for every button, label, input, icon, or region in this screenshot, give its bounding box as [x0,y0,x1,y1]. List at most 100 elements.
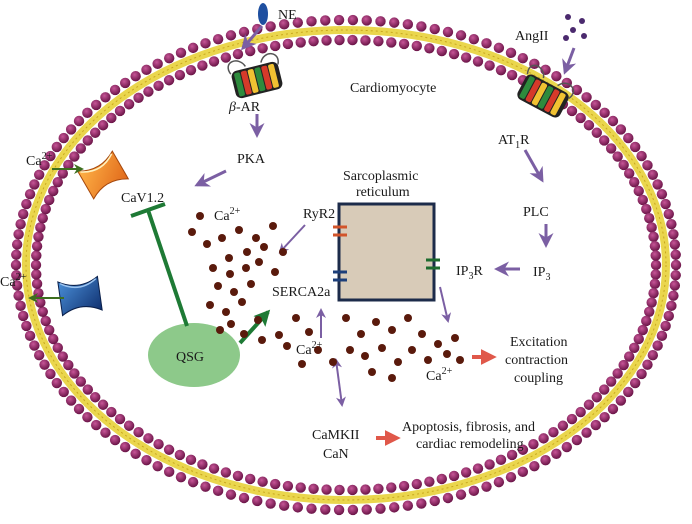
ca-ion-dot [230,288,238,296]
membrane-head-outer [73,403,85,415]
membrane-head-outer [238,492,250,504]
membrane-head-outer [571,434,583,446]
membrane-head-outer [607,115,619,127]
sr-label-line2: reticulum [356,185,410,200]
efflux-channel-icon [57,275,103,317]
membrane-head-outer [647,169,659,181]
membrane-head-inner [106,406,117,418]
membrane-head-outer [45,368,56,380]
membrane-head-outer [15,218,26,230]
ca-ion-dot [378,344,386,352]
membrane-head-inner [644,213,655,224]
membrane-head-inner [52,176,63,188]
membrane-head-outer [13,290,24,301]
membrane-head-outer [505,471,517,483]
membrane-head-inner [35,222,46,233]
membrane-head-outer [29,340,40,351]
membrane-head-inner [495,454,507,466]
membrane-head-outer [100,92,111,103]
membrane-head-inner [97,399,109,410]
membrane-head-outer [24,188,36,200]
membrane-head-outer [361,15,372,26]
membrane-head-outer [670,249,681,260]
ip3r-label: IP3R [456,264,483,282]
membrane-head-outer [660,320,671,332]
ca-ion-dot [227,320,235,328]
membrane-head-outer [493,476,505,488]
membrane-head-outer [455,30,467,41]
membrane-head-outer [429,495,440,507]
ip3-label: IP3 [533,265,550,283]
membrane-head-inner [649,240,661,252]
membrane-head-outer [292,17,303,28]
membrane-head-outer [599,107,610,119]
membrane-head-outer [666,218,677,230]
membrane-head-inner [185,454,197,466]
membrane-head-inner [282,480,294,492]
membrane-head-inner [506,449,518,461]
membrane-head-inner [373,36,384,47]
membrane-head-inner [97,120,109,131]
ca-mid-label: Ca2+ [296,340,323,358]
membrane-head-inner [174,69,186,81]
membrane-head-inner [538,433,549,444]
membrane-head-outer [265,21,276,32]
qsg-label: QSG [176,350,204,365]
membrane-head-outer [11,270,22,281]
ca-inner-label: Ca2+ [214,206,241,224]
membrane-head-outer [10,259,22,271]
ne-ligand-icon [258,3,268,25]
membrane-head-outer [119,77,131,89]
membrane-head-inner [40,315,51,327]
membrane-head-inner [591,127,602,138]
membrane-head-inner [63,159,74,171]
membrane-head-outer [152,58,163,70]
membrane-head-outer [187,476,199,488]
membrane-head-inner [637,324,648,336]
ca-ion-dot [269,222,277,230]
membrane-head-inner [90,127,101,138]
membrane-head-inner [33,231,44,243]
membrane-head-inner [82,135,93,146]
membrane-head-inner [612,368,623,379]
membrane-head-outer [82,107,93,119]
membrane-head-inner [649,278,661,290]
membrane-head-inner [232,470,244,482]
membrane-head-inner [641,315,652,327]
membrane-head-outer [571,84,583,96]
membrane-head-inner [31,250,42,261]
membrane-head-inner [472,463,484,474]
membrane-head-outer [660,198,671,210]
membrane-head-inner [583,399,595,410]
membrane-head-inner [448,470,460,482]
excitation-label-line1: Excitation [510,335,568,350]
membrane-head-outer [416,21,427,32]
membrane-head-inner [650,259,662,271]
membrane-head-outer [18,208,29,220]
ca-ion-dot [206,301,214,309]
membrane-head-outer [163,466,175,478]
membrane-head-inner [321,484,332,495]
angii-ligand-icon [563,14,587,41]
ca-ion-dot [292,314,300,322]
ca-ion-dot [368,368,376,376]
membrane-head-inner [633,185,644,197]
ca-ion-dot [240,330,248,338]
membrane-head-inner [75,143,87,154]
qsg-inhibits-cav12 [146,209,189,327]
membrane-head-inner [575,406,586,418]
membrane-head-inner [517,444,529,455]
membrane-head-outer [141,64,152,76]
membrane-head-inner [599,384,610,395]
membrane-head-inner [629,342,640,354]
ca-ion-dot [342,314,350,322]
membrane-head-outer [39,359,50,370]
excitation-label-line3: coupling [514,371,563,386]
membrane-head-outer [65,395,77,406]
membrane-head-inner [484,459,495,470]
membrane-head-outer [175,47,187,59]
membrane-head-inner [321,35,332,46]
ca-ion-dot [235,226,243,234]
membrane-head-inner [360,35,371,46]
membrane-head-outer [468,485,480,497]
